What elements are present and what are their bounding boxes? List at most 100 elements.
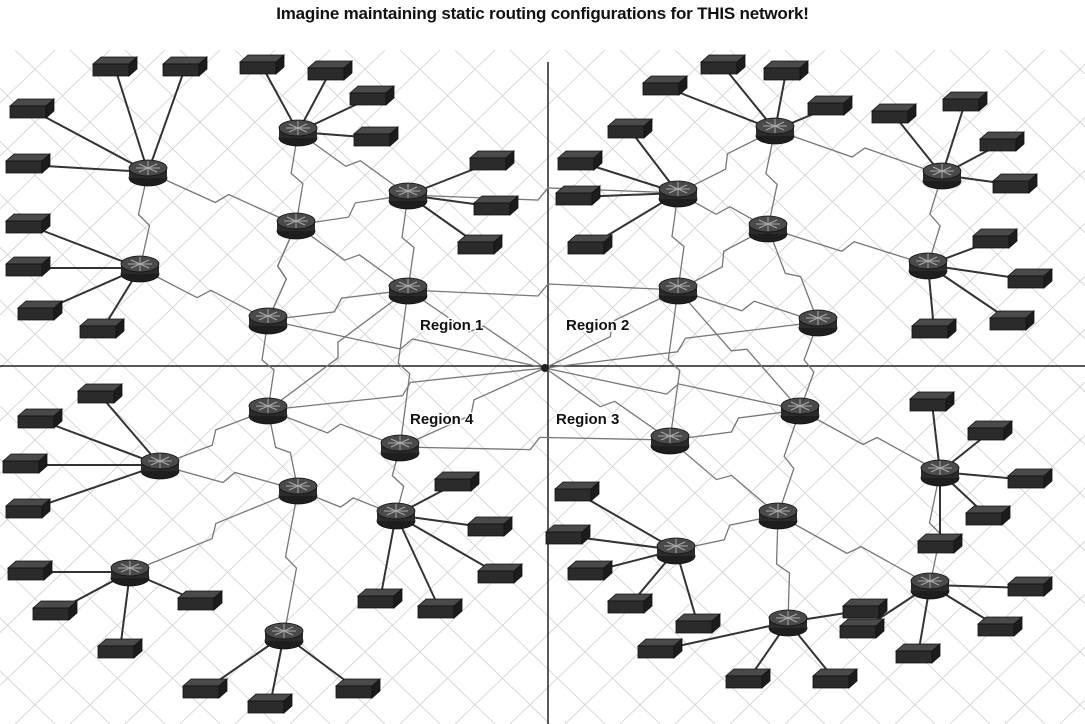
serial-link (397, 289, 411, 448)
switch-icon (16, 408, 64, 429)
switch-icon (6, 560, 54, 581)
switch-icon (472, 195, 520, 216)
region-3-label: Region 3 (556, 411, 619, 428)
switch-icon (566, 234, 614, 255)
switch-icon (838, 618, 886, 639)
serial-link (159, 409, 269, 466)
switch-icon (724, 668, 772, 689)
serial-link (407, 283, 679, 297)
serial-link (775, 514, 791, 623)
grid-line (564, 222, 1085, 724)
switch-icon (553, 481, 601, 502)
serial-link (401, 194, 415, 291)
router-icon (278, 119, 318, 147)
switch-icon (699, 54, 747, 75)
serial-link (399, 367, 546, 448)
switch-icon (841, 598, 889, 619)
grid-line (894, 540, 1085, 724)
switch-icon (916, 533, 964, 554)
serial-link (767, 227, 929, 266)
router-icon (264, 622, 304, 650)
grid-line (0, 458, 276, 724)
switch-icon (246, 693, 294, 714)
switch-icon (566, 560, 614, 581)
router-icon (248, 307, 288, 335)
diagram-title: Imagine maintaining static routing confi… (276, 4, 809, 23)
switch-icon (416, 598, 464, 619)
switch-icon (31, 600, 79, 621)
serial-link (267, 224, 297, 321)
ethernet-link (31, 109, 149, 173)
switch-icon (988, 310, 1036, 331)
router-icon (650, 427, 690, 455)
serial-link (267, 409, 299, 491)
switch-icon (762, 60, 810, 81)
switch-icon (544, 524, 592, 545)
router-icon (388, 277, 428, 305)
grid-line (1059, 49, 1085, 75)
region-1-label: Region 1 (420, 317, 483, 334)
router-icon (388, 182, 428, 210)
switch-icon (91, 56, 139, 77)
ethernet-link (576, 492, 677, 551)
serial-link (671, 192, 685, 291)
switch-icon (908, 391, 956, 412)
router-icon (910, 572, 950, 600)
ethernet-link (27, 224, 141, 269)
switch-icon (556, 150, 604, 171)
grid-line (1059, 699, 1085, 724)
router-icon (922, 162, 962, 190)
serial-link (267, 289, 409, 321)
switch-icon (306, 60, 354, 81)
region-4-label: Region 4 (410, 411, 474, 428)
switch-icon (1006, 468, 1054, 489)
serial-link (267, 289, 409, 411)
grid-line (124, 49, 826, 724)
router-icon (920, 459, 960, 487)
serial-link (407, 187, 679, 201)
serial-link (297, 489, 397, 516)
router-icon (276, 212, 316, 240)
serial-link (267, 409, 401, 448)
serial-link (677, 289, 801, 411)
switch-icon (238, 54, 286, 75)
serial-link (677, 289, 819, 323)
serial-link (290, 131, 304, 226)
switch-icon (870, 103, 918, 124)
switch-icon (941, 91, 989, 112)
serial-link (267, 319, 546, 369)
serial-link (799, 409, 941, 473)
router-icon (658, 277, 698, 305)
router-icon (248, 397, 288, 425)
serial-link (267, 367, 546, 411)
grid-line (784, 434, 1085, 724)
switch-icon (554, 185, 602, 206)
grid-line (949, 49, 1085, 181)
router-icon (798, 309, 838, 337)
switch-icon (16, 300, 64, 321)
switch-icon (4, 256, 52, 277)
switch-icon (1006, 268, 1054, 289)
grid-line (619, 275, 1085, 724)
router-icon (780, 397, 820, 425)
serial-link (677, 129, 776, 194)
router-icon (656, 537, 696, 565)
grid-line (69, 49, 771, 724)
router-icon (140, 452, 180, 480)
switch-icon (894, 643, 942, 664)
switch-icon (606, 593, 654, 614)
serial-link (799, 321, 819, 411)
grid-line (839, 487, 1085, 724)
switch-icon (476, 563, 524, 584)
ethernet-link (395, 514, 501, 576)
switch-icon (606, 118, 654, 139)
core-junction (541, 364, 549, 372)
grid-line (0, 49, 221, 263)
serial-link (137, 171, 151, 269)
serial-link (675, 514, 779, 551)
grid-line (0, 49, 551, 581)
grid-line (0, 49, 441, 475)
switch-icon (1006, 576, 1054, 597)
ethernet-link (114, 67, 149, 173)
router-icon (908, 252, 948, 280)
